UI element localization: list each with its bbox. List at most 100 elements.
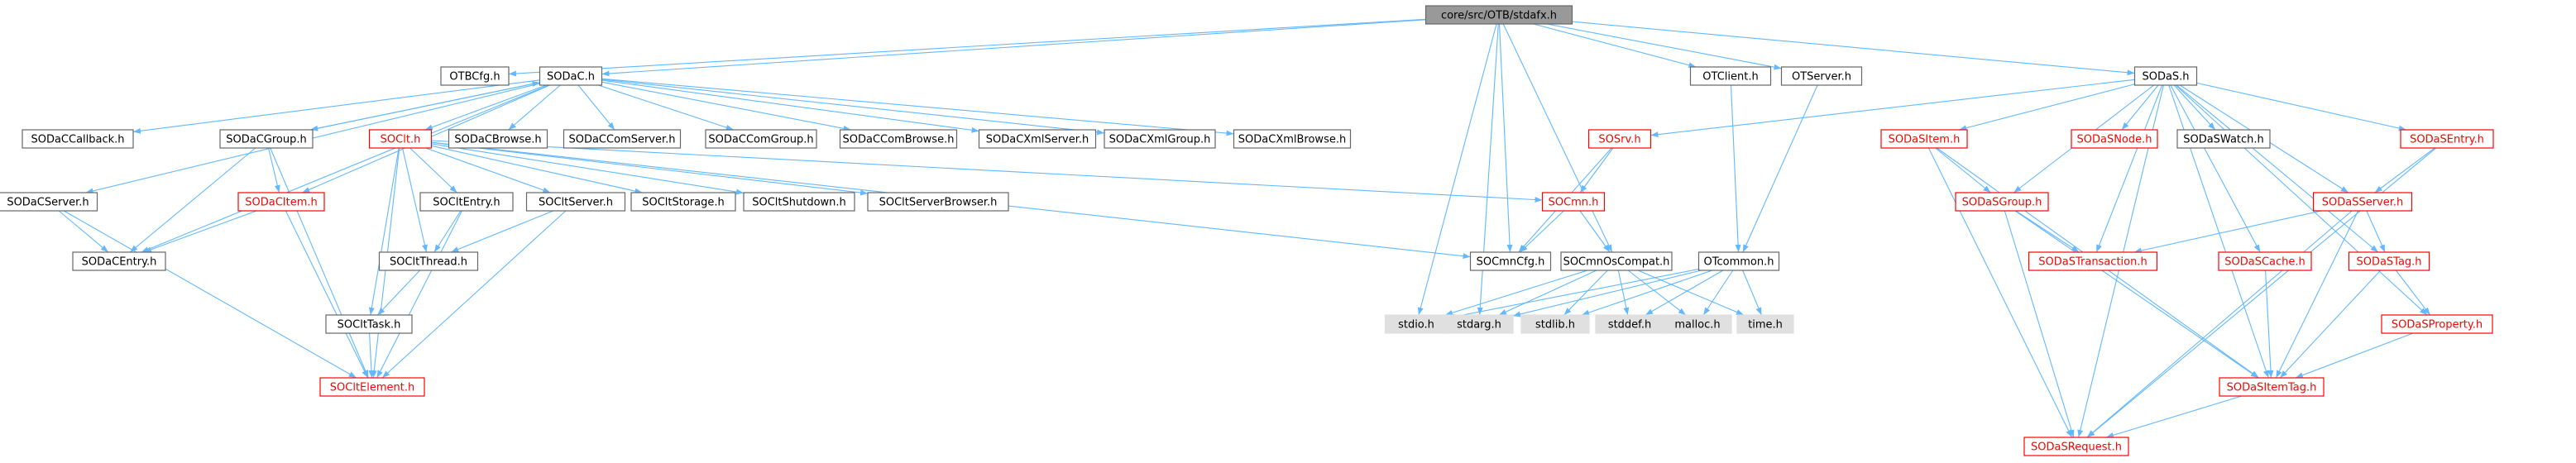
node-box-stdlib [1520,314,1590,334]
node-sodacxmlgroup[interactable]: SODaCXmlGroup.h [1104,129,1216,149]
node-sodasitemtag[interactable]: SODaSItemTag.h [2219,377,2325,397]
node-sodaccomserver[interactable]: SODaCComServer.h [563,129,682,149]
node-time: time.h [1736,314,1794,334]
node-soclt[interactable]: SOClt.h [368,129,433,149]
edge-stdafx-to-sodac [601,19,1426,77]
node-sodascache[interactable]: SODaSCache.h [2218,251,2312,271]
edge-sodas-to-sodaswatch [2173,84,2216,131]
node-otcommon[interactable]: OTcommon.h [1697,251,1780,271]
edge-sodac-to-sodaccomserver [577,84,615,131]
node-otclient[interactable]: OTClient.h [1689,66,1772,86]
node-box-stdafx [1424,5,1573,25]
edge-socltthread-to-soclttask [377,270,420,316]
node-label-sodasrequest: SODaSRequest.h [2031,442,2122,454]
node-socltentry[interactable]: SOCltEntry.h [419,192,514,212]
node-socltserver[interactable]: SOCltServer.h [525,192,626,212]
node-sodacxmlbrowse[interactable]: SODaCXmlBrowse.h [1233,129,1352,149]
node-socltstorage[interactable]: SOCltStorage.h [630,192,736,212]
edge-soclt-to-socltserverbrowser [431,141,869,196]
node-sosrv[interactable]: SOSrv.h [1587,129,1652,149]
node-socmn[interactable]: SOCmn.h [1541,192,1606,212]
node-box-sodacitem [237,192,325,212]
node-sodaccombrowse[interactable]: SODaCComBrowse.h [839,129,958,149]
node-label-sodasitem: SODaSItem.h [1889,134,1961,146]
edge-sodasitemtag-to-sodasrequest [2105,395,2243,438]
node-sodastransaction[interactable]: SODaSTransaction.h [2028,251,2158,271]
node-label-socmnoscompat: SOCmnOsCompat.h [1563,256,1670,269]
node-otbcfg[interactable]: OTBCfg.h [440,66,510,86]
node-label-sodaccomserver: SODaCComServer.h [568,134,675,146]
node-label-sodaccallback: SODaCCallback.h [31,134,124,146]
node-label-otserver: OTServer.h [1792,71,1851,84]
node-sodacbrowse[interactable]: SODaCBrowse.h [448,129,548,149]
edge-sodas-to-sodastransaction [2095,84,2163,253]
edge-sodas-to-sodasitemtag [2168,84,2269,379]
node-label-sodascache: SODaSCache.h [2224,256,2305,269]
node-box-socmnoscompat [1560,251,1673,271]
node-sodasnode[interactable]: SODaSNode.h [2071,129,2158,149]
edge-socmnoscompat-to-stddef [1617,270,1630,316]
node-socltelement[interactable]: SOCltElement.h [319,377,425,397]
node-label-sodasgroup: SODaSGroup.h [1962,197,2042,209]
node-label-socmncfg: SOCmnCfg.h [1477,256,1545,269]
node-sodasentry[interactable]: SODaSEntry.h [2400,129,2494,149]
node-label-malloc: malloc.h [1674,319,1720,332]
node-sodac[interactable]: SODaC.h [539,66,603,86]
node-sodacitem[interactable]: SODaCItem.h [237,192,325,212]
node-socltthread[interactable]: SOCltThread.h [378,251,479,271]
node-box-sodasnode [2071,129,2158,149]
node-sodaccomgroup[interactable]: SODaCComGroup.h [705,129,817,149]
node-sodacserver[interactable]: SODaCServer.h [0,192,98,212]
node-label-otcommon: OTcommon.h [1704,256,1774,269]
node-box-sodasgroup [1955,192,2049,212]
edge-socmnoscompat-to-stdio [1444,270,1588,316]
node-box-sodacxmlgroup [1104,129,1216,149]
node-sodasserver[interactable]: SODaSServer.h [2312,192,2413,212]
node-socltserverbrowser[interactable]: SOCltServerBrowser.h [867,192,1009,212]
node-soclttask[interactable]: SOCltTask.h [325,314,413,334]
node-box-sodacentry [72,251,166,271]
node-label-sodas: SODaS.h [2142,71,2189,84]
node-sodaswatch[interactable]: SODaSWatch.h [2176,129,2271,149]
edge-soclt-to-socltthread [401,147,428,253]
node-label-socltserver: SOCltServer.h [539,197,613,209]
edge-sodasserver-to-sodasrequest [2086,210,2353,438]
node-label-sodacentry: SODaCEntry.h [82,256,157,269]
node-sodaccallback[interactable]: SODaCCallback.h [22,129,134,149]
node-sodasrequest[interactable]: SODaSRequest.h [2023,437,2129,456]
node-sodas[interactable]: SODaS.h [2133,66,2198,86]
edge-sodac-to-soclt [424,84,547,131]
node-label-sosrv: SOSrv.h [1598,134,1640,146]
edge-sodasserver-to-sodastransaction [2133,210,2322,254]
edge-sodas-to-sodasitem [1959,84,2135,131]
node-label-stdlib: stdlib.h [1535,319,1575,332]
node-box-sodasitemtag [2219,377,2325,397]
node-stdafx[interactable]: core/src/OTB/stdafx.h [1424,5,1573,25]
node-label-sodasitemtag: SODaSItemTag.h [2227,382,2317,394]
node-box-sodaccomgroup [705,129,817,149]
node-sodacxmlserver[interactable]: SODaCXmlServer.h [978,129,1097,149]
node-label-soclt: SOClt.h [381,134,421,146]
node-sodastag[interactable]: SODaSTag.h [2348,251,2430,271]
node-socltshutdown[interactable]: SOCltShutdown.h [743,192,855,212]
edge-otcommon-to-stddef [1645,270,1724,316]
node-sodasgroup[interactable]: SODaSGroup.h [1955,192,2049,212]
edge-soclt-to-socltserver [425,147,551,193]
node-sodacentry[interactable]: SODaCEntry.h [72,251,166,271]
node-otserver[interactable]: OTServer.h [1780,66,1863,86]
node-sodasproperty[interactable]: SODaSProperty.h [2381,314,2493,334]
edge-stdafx-to-otbcfg [508,18,1426,77]
node-box-otclient [1689,66,1772,86]
edge-sodasitem-to-sodasrequest [1927,147,2073,438]
node-label-sodastag: SODaSTag.h [2356,256,2421,269]
node-box-socltentry [419,192,514,212]
node-sodasitem[interactable]: SODaSItem.h [1880,129,1968,149]
node-socmncfg[interactable]: SOCmnCfg.h [1469,251,1552,271]
edge-sodas-to-sodasnode [2121,84,2159,131]
node-sodacgroup[interactable]: SODaCGroup.h [219,129,314,149]
node-box-sodasrequest [2023,437,2129,456]
edge-otcommon-to-stdio [1447,268,1699,320]
node-socmnoscompat[interactable]: SOCmnOsCompat.h [1560,251,1673,271]
node-label-soclttask: SOCltTask.h [338,319,401,332]
